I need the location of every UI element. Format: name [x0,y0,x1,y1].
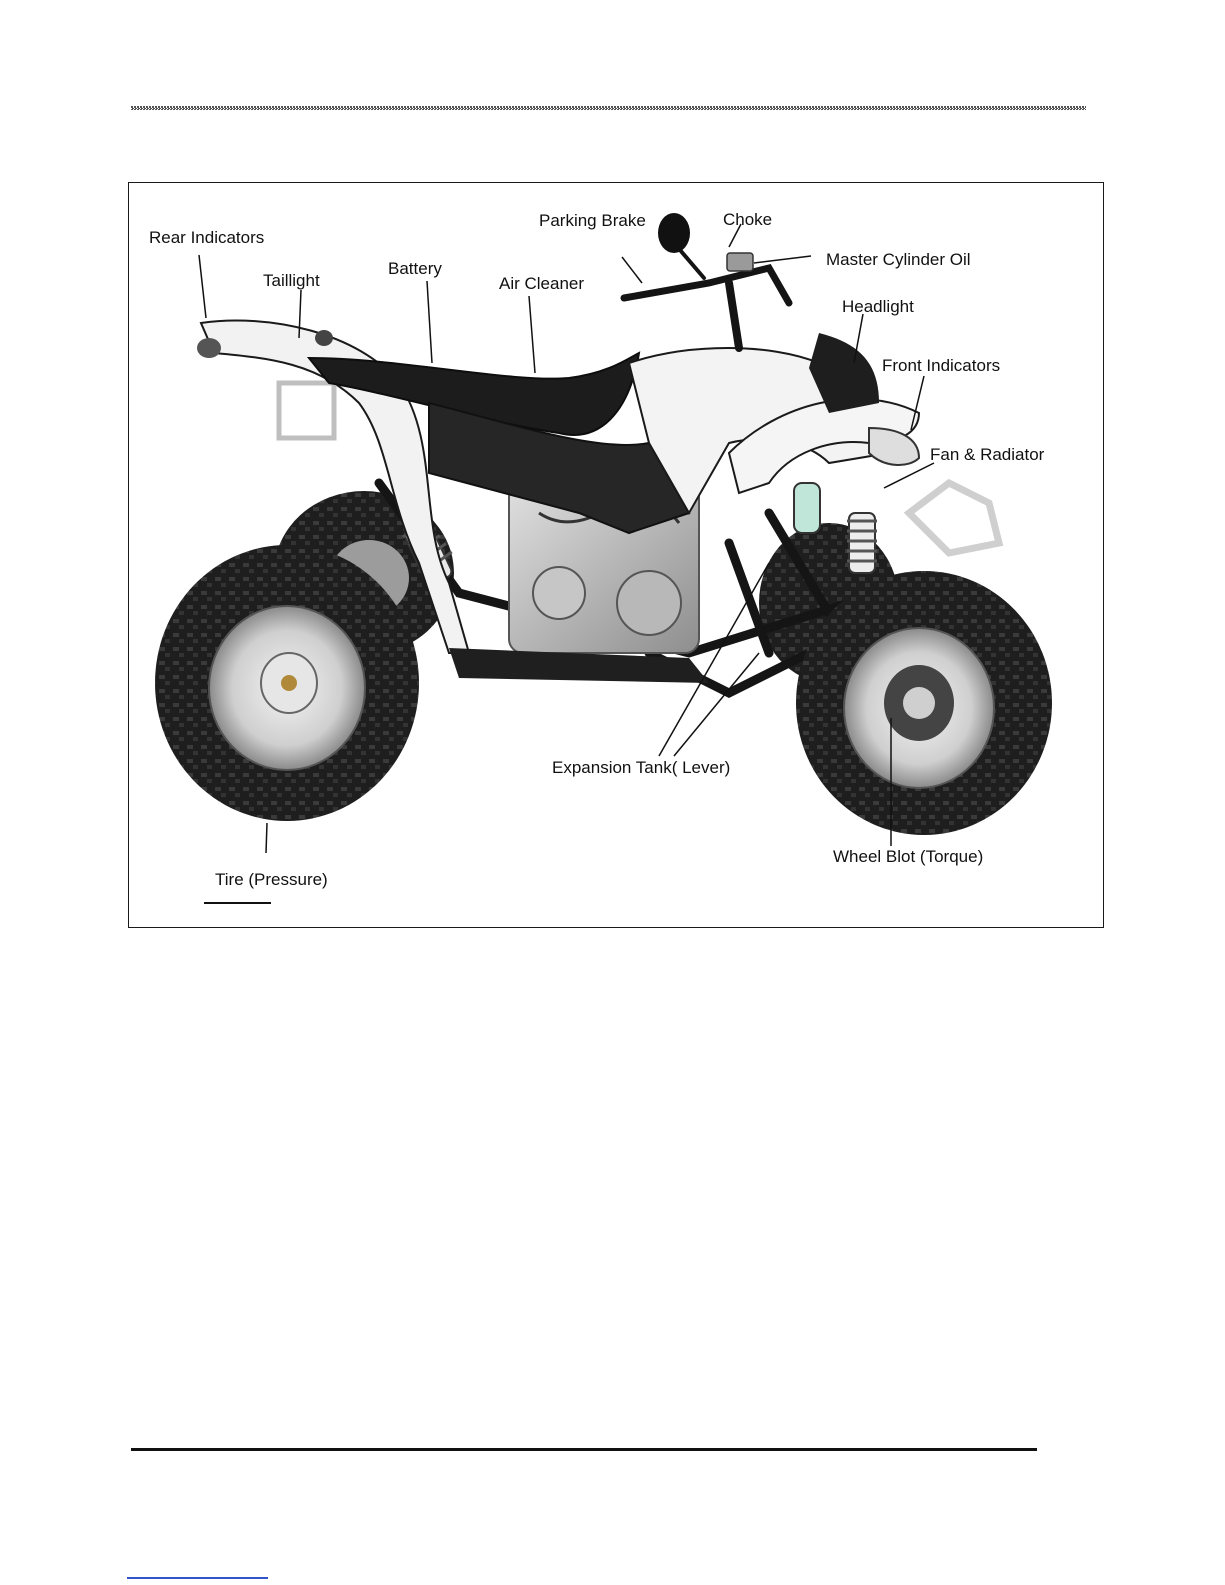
label-parking-brake: Parking Brake [539,212,646,229]
rear-rack [279,383,334,438]
rear-indicator-bulb [197,338,221,358]
front-shock [847,513,877,573]
label-fan-radiator: Fan & Radiator [930,446,1044,463]
expansion-tank-bottle [794,483,820,533]
label-rear-indicators: Rear Indicators [149,229,264,246]
figure-frame: Rear Indicators Taillight Battery Air Cl… [128,182,1104,928]
label-wheel-bolt: Wheel Blot (Torque) [833,848,983,865]
label-headlight: Headlight [842,298,914,315]
rear-near-wheel [155,545,419,821]
bottom-rule [131,1448,1037,1451]
label-front-indicators: Front Indicators [882,357,1000,374]
master-cylinder [727,253,753,271]
mirror [658,213,690,253]
label-battery: Battery [388,260,442,277]
label-choke: Choke [723,211,772,228]
handlebar [624,243,789,348]
label-master-cylinder-oil: Master Cylinder Oil [826,251,971,268]
label-air-cleaner: Air Cleaner [499,275,584,292]
leader-fan-radiator [884,463,934,488]
leader-tire [266,823,267,853]
footer-link-underline[interactable] [127,1577,268,1579]
top-dotted-rule [131,106,1086,110]
taillight-lamp [315,330,333,346]
leader-battery [427,281,432,363]
front-bumper [909,483,999,553]
leader-master-cylinder [754,256,811,263]
label-tire-pressure: Tire (Pressure) [215,871,328,888]
headlight-lens [869,428,919,465]
label-taillight: Taillight [263,272,320,289]
front-near-wheel [796,571,1052,835]
atv-illustration [129,183,1104,928]
leader-air-cleaner [529,296,535,373]
leader-parking-brake [622,257,642,283]
leader-rear-indicators [199,255,206,318]
label-expansion-tank: Expansion Tank( Lever) [552,759,730,776]
